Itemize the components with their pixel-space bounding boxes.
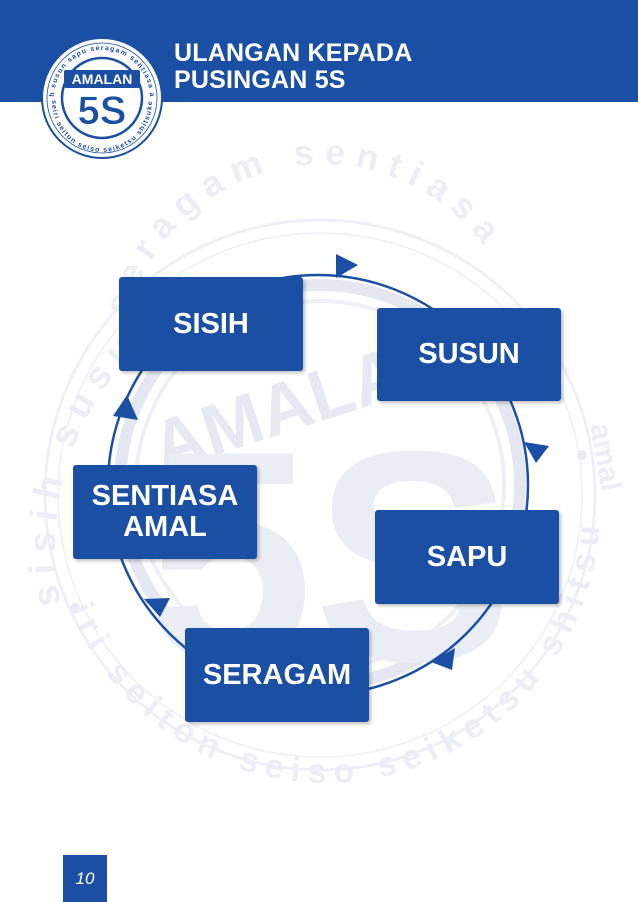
cycle-arrow-left-upper <box>113 395 138 420</box>
step-sentiasa-amal: SENTIASA AMAL <box>73 465 257 559</box>
step-sentiasa-label-line1: SENTIASA <box>91 480 239 512</box>
logo-5s-text: 5S <box>78 89 127 133</box>
cycle-arrow-right-lower <box>431 648 455 670</box>
step-sisih-label: SISIH <box>173 307 249 340</box>
step-seragam: SERAGAM <box>185 628 369 722</box>
step-sapu-label: SAPU <box>426 540 508 573</box>
step-sisih: SISIH <box>119 277 303 371</box>
cycle-arrow-top <box>336 254 358 278</box>
page-title-line2: PUSINGAN 5S <box>174 66 346 94</box>
watermark-right-letters: amal <box>583 420 627 493</box>
page-number: 10 <box>63 855 107 902</box>
step-sentiasa-label-line2: AMAL <box>123 511 207 543</box>
step-sapu: SAPU <box>375 510 559 604</box>
page-title: ULANGAN KEPADA PUSINGAN 5S <box>174 40 412 94</box>
cycle-arrow-right-upper <box>524 442 549 463</box>
step-susun: SUSUN <box>377 308 561 401</box>
amalan-5s-logo: sisih susun sapu seragam sentiasa amal s… <box>40 36 163 159</box>
cycle-arrow-left-lower <box>144 598 170 617</box>
step-susun-label: SUSUN <box>418 338 520 370</box>
page-title-line1: ULANGAN KEPADA <box>174 39 413 67</box>
logo-badge-text: AMALAN <box>72 71 133 87</box>
step-seragam-label: SERAGAM <box>202 658 352 691</box>
